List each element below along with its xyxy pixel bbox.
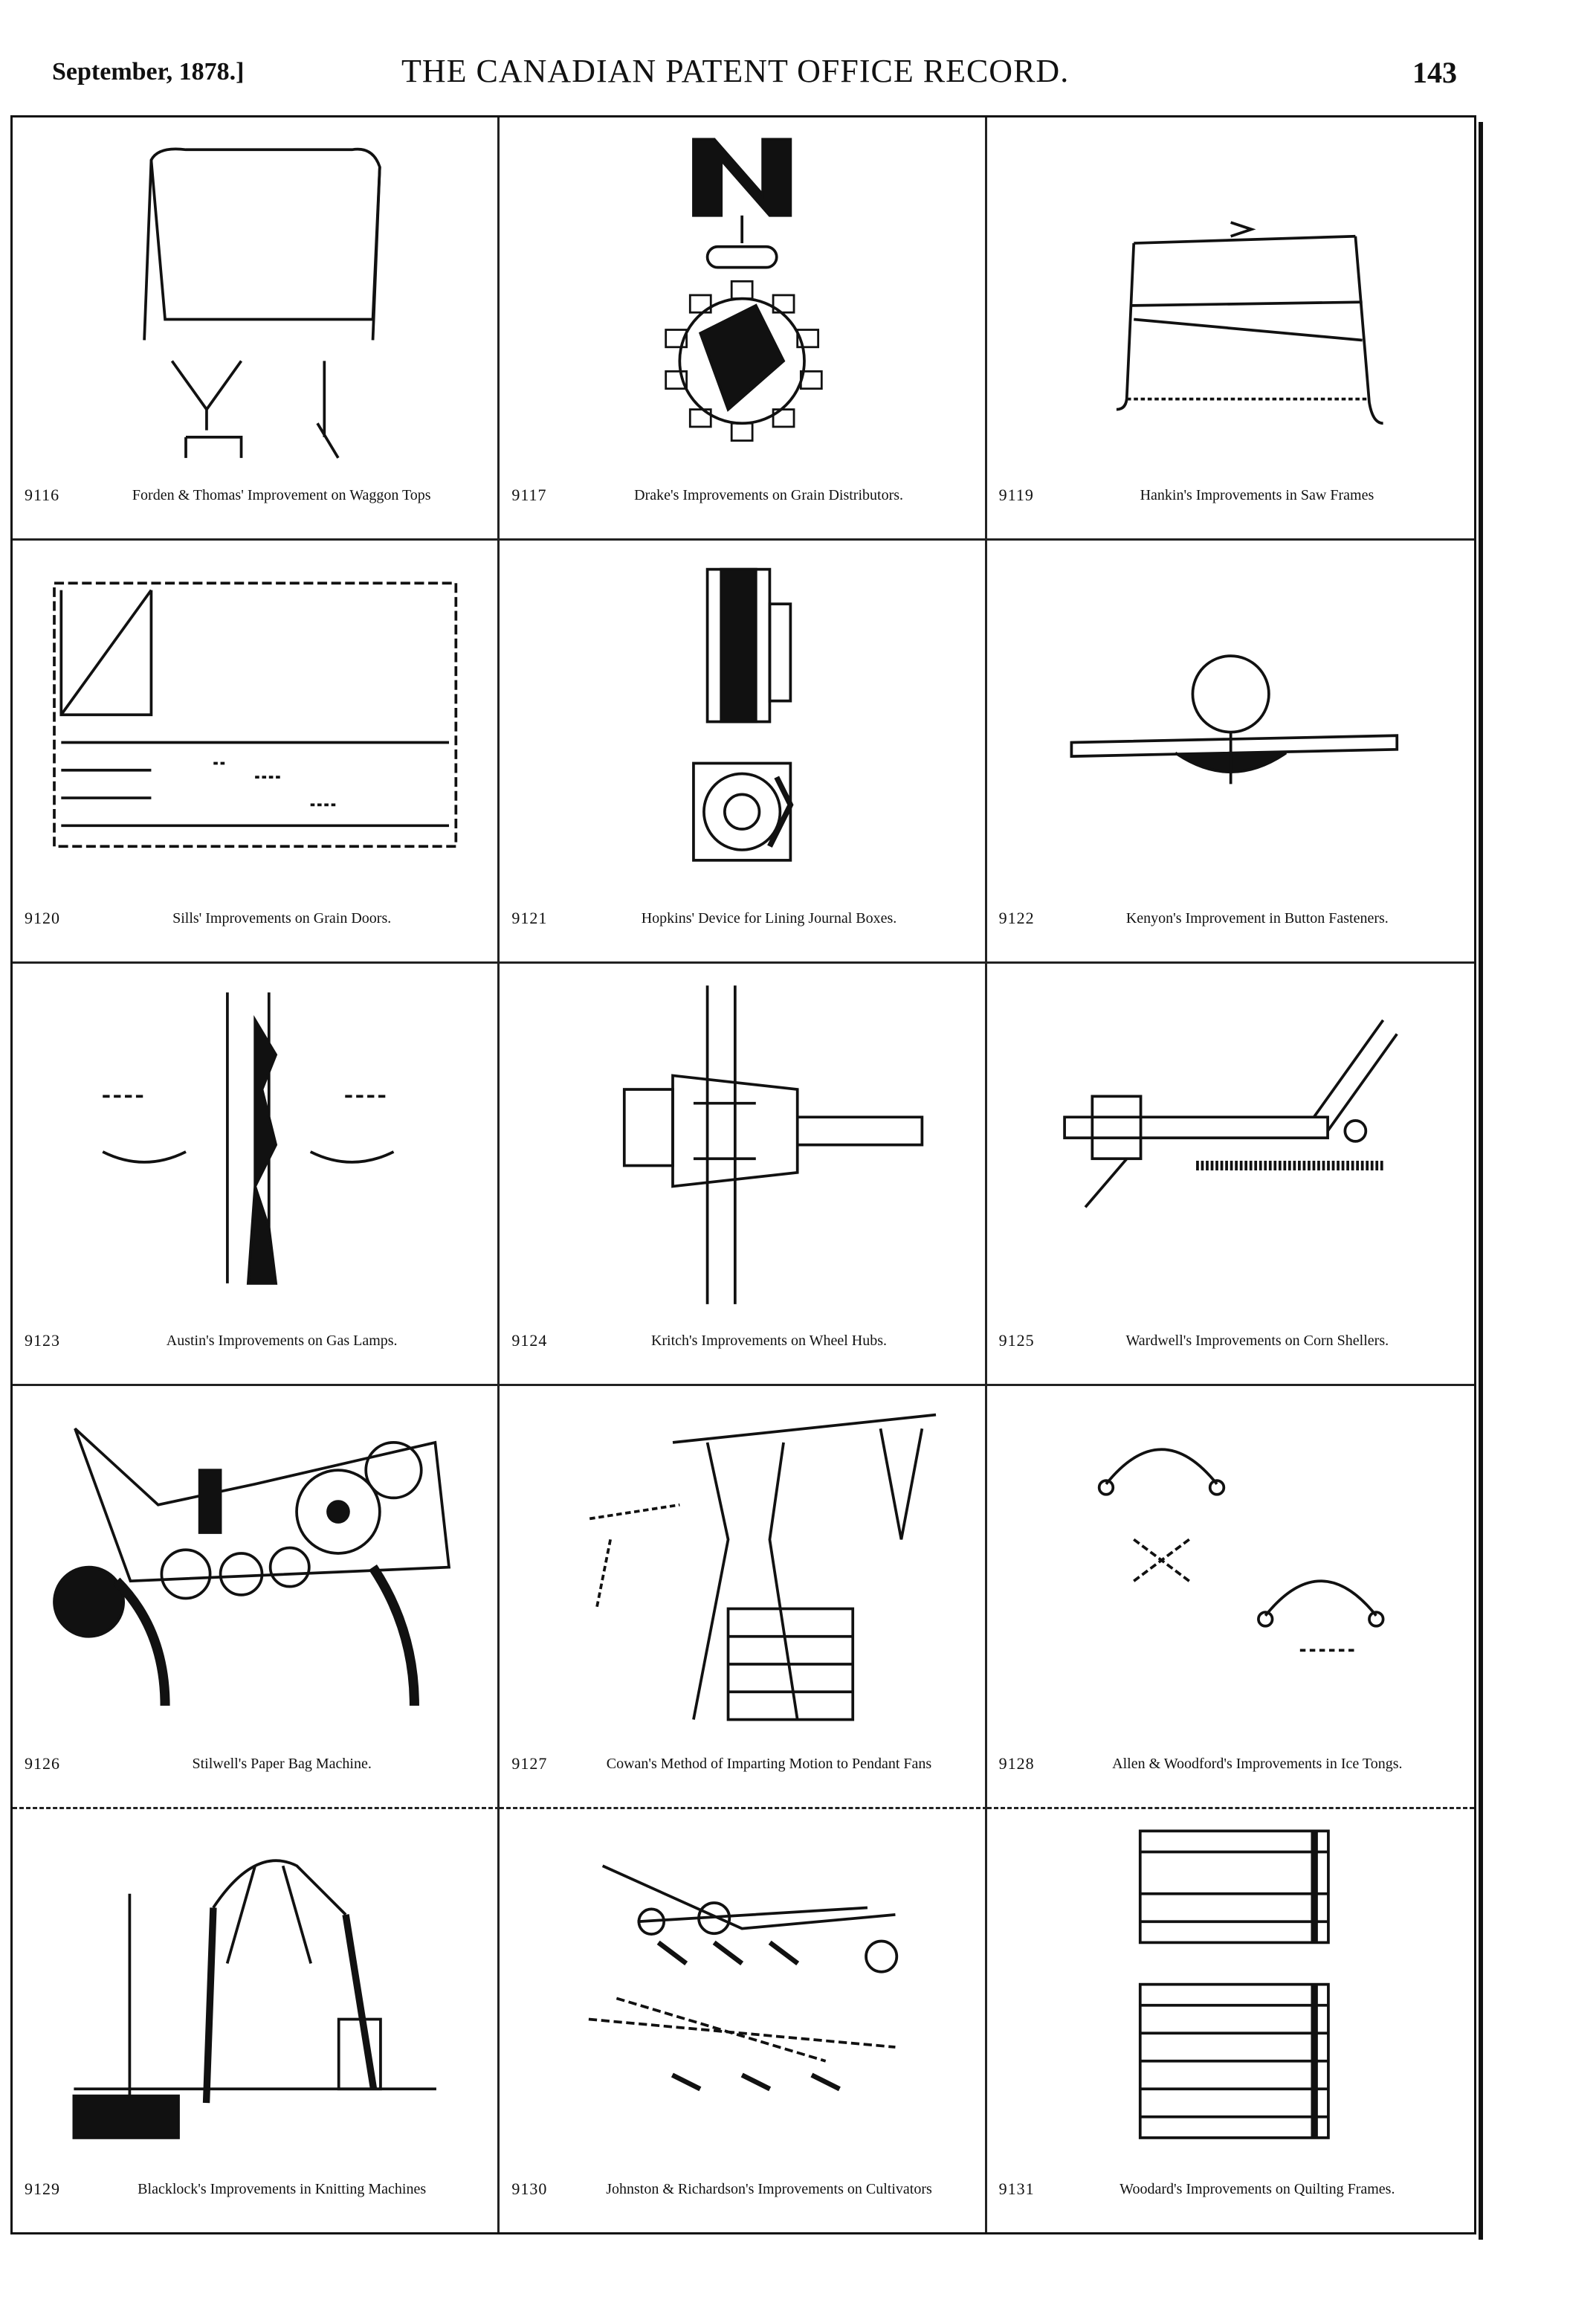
grain-distributor-drawing: [522, 132, 962, 479]
pendant-fan-drawing: [522, 1401, 962, 1747]
patent-title: Stilwell's Paper Bag Machine.: [192, 1756, 372, 1773]
saw-frame-drawing: [1009, 132, 1452, 479]
patent-title: Allen & Woodford's Improvements in Ice T…: [1112, 1756, 1403, 1773]
patent-caption: 9127 Cowan's Method of Imparting Motion …: [511, 1755, 972, 1797]
patent-cell: 9131 Woodard's Improvements on Quilting …: [987, 1809, 1474, 2232]
patent-caption: 9130 Johnston & Richardson's Improvement…: [511, 2179, 972, 2222]
patent-title: Cowan's Method of Imparting Motion to Pe…: [606, 1756, 932, 1773]
patent-number: 9116: [25, 485, 60, 504]
patent-caption: 9126 Stilwell's Paper Bag Machine.: [25, 1755, 485, 1797]
patent-number: 9126: [25, 1754, 60, 1773]
patent-number: 9119: [998, 485, 1034, 504]
patent-caption: 9129 Blacklock's Improvements in Knittin…: [25, 2179, 485, 2222]
patent-cell: 9126 Stilwell's Paper Bag Machine.: [13, 1386, 500, 1810]
patent-caption: 9120 Sills' Improvements on Grain Doors.: [25, 909, 485, 951]
patent-title: Johnston & Richardson's Improvements on …: [606, 2180, 932, 2197]
corn-sheller-drawing: [1009, 979, 1452, 1325]
publication-title: THE CANADIAN PATENT OFFICE RECORD.: [401, 53, 1070, 89]
patent-number: 9121: [511, 908, 548, 927]
patent-caption: 9122 Kenyon's Improvement in Button Fast…: [999, 909, 1462, 951]
patent-number: 9128: [998, 1754, 1035, 1773]
patent-cell: 9130 Johnston & Richardson's Improvement…: [500, 1809, 987, 2232]
patent-title: Drake's Improvements on Grain Distributo…: [634, 486, 904, 503]
patent-caption: 9116 Forden & Thomas' Improvement on Wag…: [25, 486, 485, 528]
patent-cell: 9127 Cowan's Method of Imparting Motion …: [500, 1386, 987, 1810]
patent-title: Hopkins' Device for Lining Journal Boxes…: [641, 909, 897, 927]
patent-title: Kenyon's Improvement in Button Fasteners…: [1125, 909, 1389, 927]
patent-caption: 9128 Allen & Woodford's Improvements in …: [999, 1755, 1462, 1797]
journal-box-drawing: [522, 555, 962, 902]
quilting-frame-drawing: [1009, 1824, 1452, 2173]
patent-number: 9123: [25, 1331, 60, 1350]
patent-title: Kritch's Improvements on Wheel Hubs.: [650, 1333, 888, 1350]
patent-number: 9127: [511, 1754, 548, 1773]
patent-number: 9124: [511, 1331, 548, 1350]
patent-caption: 9123 Austin's Improvements on Gas Lamps.: [25, 1332, 485, 1373]
patent-cell: 9129 Blacklock's Improvements in Knittin…: [13, 1809, 500, 2232]
patent-caption: 9119 Hankin's Improvements in Saw Frames: [999, 486, 1462, 528]
patent-number: 9129: [25, 2179, 60, 2198]
patent-cell: 9128 Allen & Woodford's Improvements in …: [986, 1386, 1474, 1810]
patent-cell: 9117 Drake's Improvements on Grain Distr…: [500, 117, 987, 541]
page-number: 143: [1412, 56, 1457, 89]
patent-title: Hankin's Improvements in Saw Frames: [1140, 486, 1374, 503]
patent-title: Blacklock's Improvements in Knitting Mac…: [138, 2180, 427, 2197]
patent-cell: 9116 Forden & Thomas' Improvement on Wag…: [13, 117, 500, 541]
gas-lamp-drawing: [35, 979, 475, 1325]
patent-title: Sills' Improvements on Grain Doors.: [172, 909, 392, 927]
button-fastener-drawing: [1009, 555, 1452, 902]
patent-title: Wardwell's Improvements on Corn Shellers…: [1125, 1333, 1389, 1350]
knitting-machine-drawing: [35, 1824, 475, 2173]
patent-cell: 9121 Hopkins' Device for Lining Journal …: [500, 540, 987, 964]
paper-bag-machine-drawing: [35, 1401, 475, 1747]
ice-tongs-drawing: [1009, 1401, 1452, 1747]
patent-title: Austin's Improvements on Gas Lamps.: [166, 1333, 398, 1350]
patent-number: 9131: [998, 2179, 1035, 2198]
patent-grid: 9116 Forden & Thomas' Improvement on Wag…: [13, 117, 1474, 2232]
patent-cell: 9125 Wardwell's Improvements on Corn She…: [986, 964, 1474, 1387]
patent-title: Forden & Thomas' Improvement on Waggon T…: [132, 486, 431, 503]
patent-number: 9125: [998, 1331, 1035, 1350]
page-header: September, 1878.] THE CANADIAN PATENT OF…: [45, 52, 1457, 97]
patent-number: 9120: [25, 908, 60, 927]
patent-title: Woodard's Improvements on Quilting Frame…: [1120, 2180, 1395, 2197]
patent-drawings-frame: 9116 Forden & Thomas' Improvement on Wag…: [10, 115, 1483, 2240]
waggon-top-drawing: [35, 132, 475, 479]
patent-caption: 9125 Wardwell's Improvements on Corn She…: [999, 1332, 1462, 1373]
patent-number: 9117: [511, 485, 547, 504]
patent-caption: 9121 Hopkins' Device for Lining Journal …: [511, 909, 972, 951]
patent-number: 9122: [998, 908, 1035, 927]
patent-cell: 9119 Hankin's Improvements in Saw Frames: [986, 117, 1474, 541]
wheel-hub-drawing: [522, 979, 962, 1325]
cultivator-drawing: [522, 1824, 962, 2173]
patent-cell: 9122 Kenyon's Improvement in Button Fast…: [986, 541, 1474, 964]
patent-cell: 9123 Austin's Improvements on Gas Lamps.: [13, 963, 500, 1387]
patent-caption: 9117 Drake's Improvements on Grain Distr…: [511, 486, 972, 528]
patent-cell: 9124 Kritch's Improvements on Wheel Hubs…: [500, 963, 987, 1387]
issue-date: September, 1878.]: [52, 58, 245, 86]
patent-caption: 9124 Kritch's Improvements on Wheel Hubs…: [511, 1332, 972, 1373]
grain-door-drawing: [35, 555, 475, 902]
patent-cell: 9120 Sills' Improvements on Grain Doors.: [13, 540, 500, 964]
patent-caption: 9131 Woodard's Improvements on Quilting …: [998, 2179, 1462, 2222]
patent-number: 9130: [511, 2179, 548, 2198]
